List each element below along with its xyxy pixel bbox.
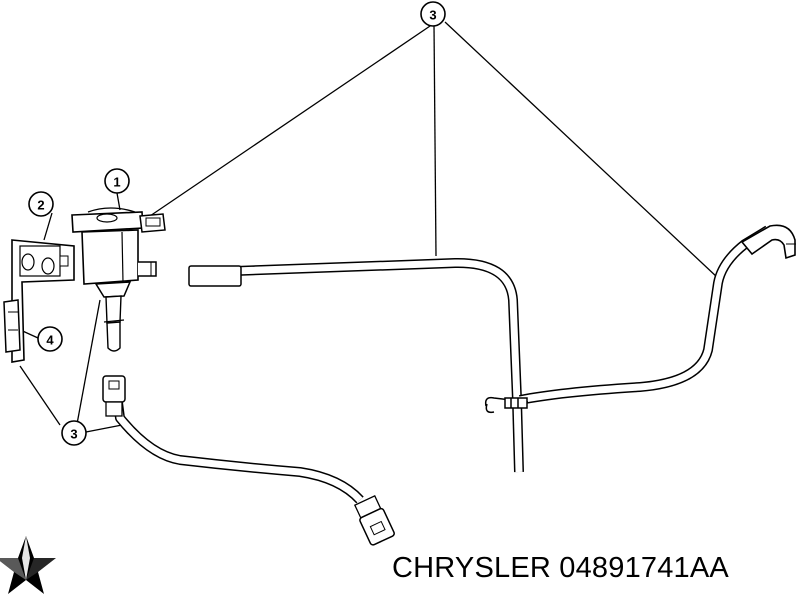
leader-3-to-canister-nozzle	[76, 299, 101, 425]
upper-vent-hose	[188, 257, 524, 473]
lower-hose-top-connector	[102, 375, 126, 417]
leader-3-to-bracket-bottom	[19, 365, 61, 426]
leader-1-to-canister	[116, 192, 121, 211]
part-number-label: CHRYSLER 04891741AA	[392, 552, 729, 584]
callout-3-bottom: 3	[61, 420, 87, 446]
leader-2-to-bracket	[43, 212, 53, 241]
callout-2-label: 2	[37, 198, 44, 213]
callout-4-label: 4	[46, 333, 54, 348]
leader-3-to-upper-hose	[433, 24, 437, 257]
callout-3-top-label: 3	[429, 8, 436, 23]
callout-3-top: 3	[420, 1, 446, 27]
callout-2: 2	[28, 191, 54, 217]
callout-3-bottom-label: 3	[70, 427, 77, 442]
callout-1: 1	[104, 168, 130, 194]
right-vent-hose	[519, 224, 796, 405]
hose-clip	[484, 396, 529, 414]
right-hose-elbow	[740, 224, 796, 260]
callout-1-label: 1	[113, 175, 120, 190]
upper-hose-end-fitting	[188, 265, 242, 287]
bracket-strap	[3, 299, 21, 353]
leader-3-to-right-hose	[444, 21, 719, 279]
leader-3-to-canister-port	[149, 23, 434, 217]
lower-vent-hose	[102, 375, 395, 546]
mounting-bracket	[11, 239, 75, 363]
vent-canister	[71, 207, 166, 352]
leader-lines	[15, 21, 719, 433]
callout-4: 4	[37, 326, 63, 352]
leader-3-to-lower-hose	[85, 424, 123, 433]
chrysler-pentastar-logo	[0, 536, 56, 594]
lower-hose-bottom-connector	[353, 494, 395, 546]
